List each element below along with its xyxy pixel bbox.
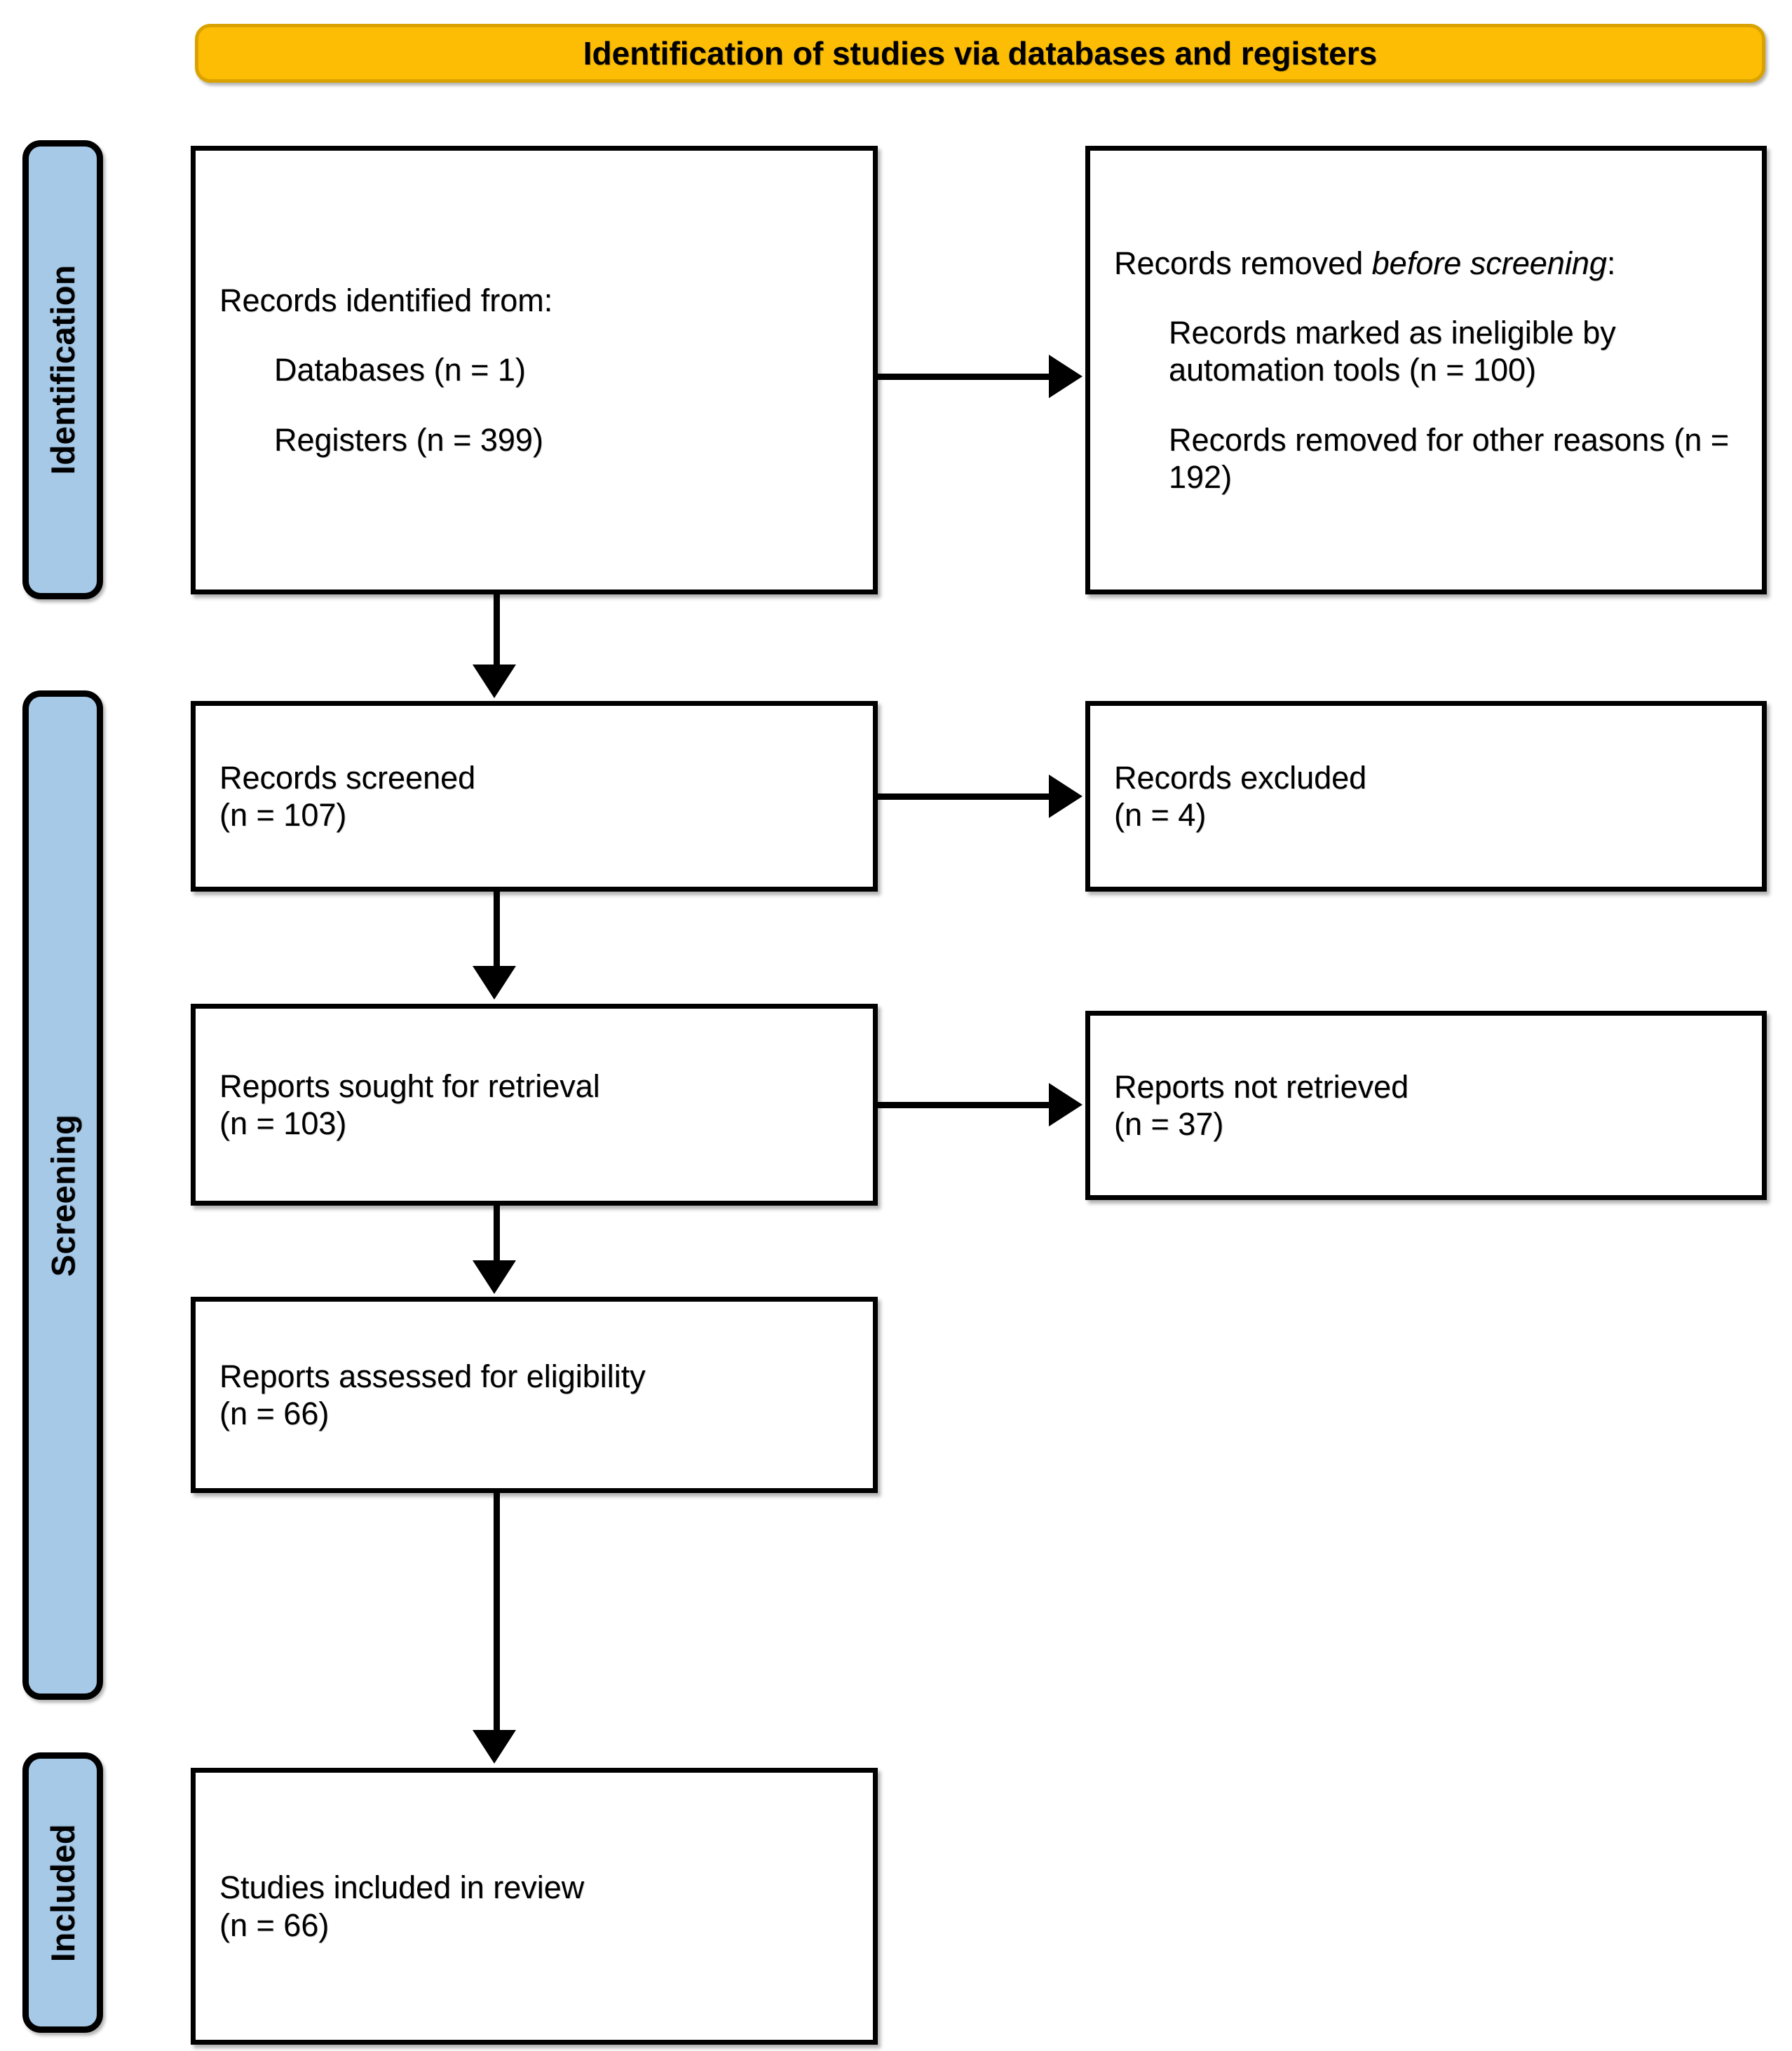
- connector-screened-to-excluded-line: [878, 793, 1053, 800]
- connector-identified-to-removed-line: [878, 374, 1053, 380]
- box-records-removed-title-suffix: :: [1606, 245, 1616, 282]
- connector-assessed-to-included-line: [494, 1493, 500, 1731]
- connector-sought-to-assessed-arrowhead-icon: [473, 1260, 516, 1294]
- box-reports-sought-for-retrieval: Reports sought for retrieval (n = 103): [191, 1004, 878, 1206]
- box-records-identified: Records identified from: Databases (n = …: [191, 146, 878, 594]
- box-records-screened: Records screened (n = 107): [191, 701, 878, 892]
- stage-tab-identification: Identification: [22, 140, 103, 599]
- connector-screened-to-sought-line: [494, 892, 500, 969]
- box-records-identified-item-databases: Databases (n = 1): [274, 352, 526, 388]
- diagram-title: Identification of studies via databases …: [583, 35, 1378, 71]
- box-records-removed-item-automation: Records marked as ineligible by automati…: [1169, 315, 1616, 388]
- connector-identified-to-screened-arrowhead-icon: [473, 665, 516, 698]
- box-studies-included-in-review: Studies included in review (n = 66): [191, 1768, 878, 2045]
- box-records-removed-item-other-reasons: Records removed for other reasons (n = 1…: [1169, 421, 1730, 495]
- connector-sought-to-not-retrieved-line: [878, 1102, 1053, 1108]
- connector-identified-to-screened-line: [494, 594, 500, 670]
- stage-tab-identification-label: Identification: [44, 264, 82, 475]
- connector-identified-to-removed-arrowhead-icon: [1049, 355, 1082, 398]
- box-records-excluded-title: Records excluded: [1114, 759, 1367, 796]
- box-records-removed-title-italic: before screening: [1371, 245, 1607, 282]
- box-records-excluded: Records excluded (n = 4): [1085, 701, 1767, 892]
- box-reports-sought-count: (n = 103): [219, 1105, 347, 1141]
- connector-screened-to-excluded-arrowhead-icon: [1049, 775, 1082, 818]
- box-reports-assessed-for-eligibility: Reports assessed for eligibility (n = 66…: [191, 1297, 878, 1493]
- stage-tab-included-label: Included: [44, 1823, 82, 1962]
- box-records-screened-count: (n = 107): [219, 797, 347, 833]
- box-records-identified-title: Records identified from:: [219, 282, 553, 319]
- connector-sought-to-assessed-line: [494, 1206, 500, 1263]
- box-records-removed-title-plain: Records removed: [1114, 245, 1372, 282]
- box-studies-included-count: (n = 66): [219, 1907, 330, 1943]
- box-records-excluded-count: (n = 4): [1114, 797, 1207, 833]
- box-reports-not-retrieved-title: Reports not retrieved: [1114, 1068, 1409, 1105]
- box-reports-assessed-title: Reports assessed for eligibility: [219, 1358, 646, 1394]
- stage-tab-screening: Screening: [22, 690, 103, 1700]
- box-records-identified-item-registers: Registers (n = 399): [274, 421, 543, 458]
- box-records-removed-before-screening: Records removed before screening: Record…: [1085, 146, 1767, 594]
- box-records-screened-title: Records screened: [219, 759, 476, 796]
- stage-tab-screening-label: Screening: [44, 1114, 81, 1276]
- connector-assessed-to-included-arrowhead-icon: [473, 1730, 516, 1764]
- connector-sought-to-not-retrieved-arrowhead-icon: [1049, 1083, 1082, 1126]
- box-reports-not-retrieved: Reports not retrieved (n = 37): [1085, 1011, 1767, 1200]
- box-studies-included-title: Studies included in review: [219, 1869, 585, 1906]
- box-reports-sought-title: Reports sought for retrieval: [219, 1068, 600, 1104]
- box-reports-not-retrieved-count: (n = 37): [1114, 1106, 1224, 1142]
- connector-screened-to-sought-arrowhead-icon: [473, 966, 516, 1000]
- diagram-header-banner: Identification of studies via databases …: [195, 24, 1765, 83]
- box-reports-assessed-count: (n = 66): [219, 1396, 330, 1431]
- box-records-removed-title: Records removed before screening:: [1114, 245, 1738, 282]
- stage-tab-included: Included: [22, 1752, 103, 2033]
